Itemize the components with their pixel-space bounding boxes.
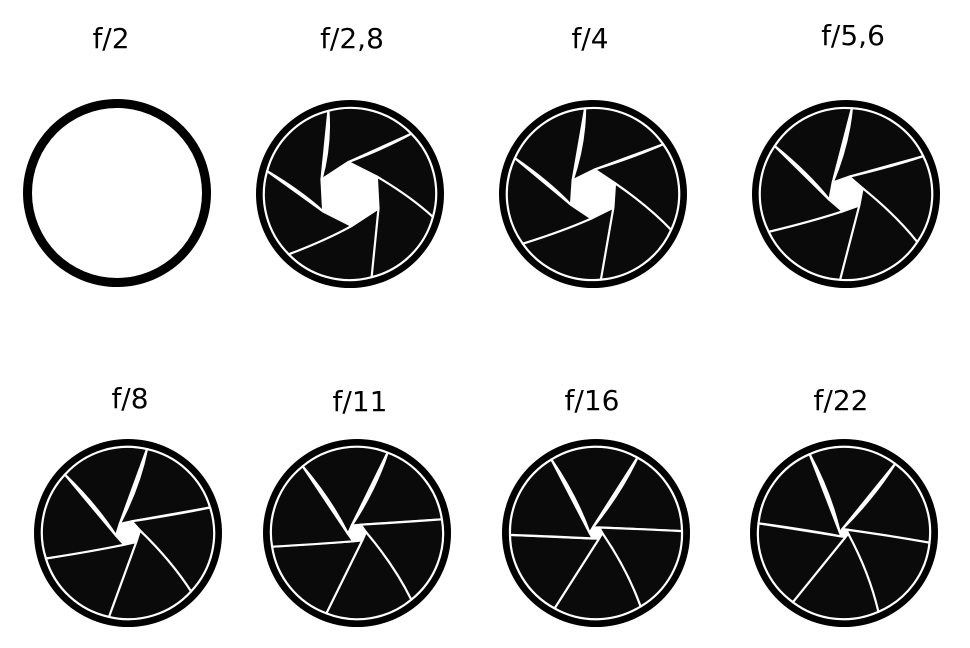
iris-blade [130, 506, 216, 593]
iris-icon [502, 439, 690, 627]
iris-blade [757, 453, 843, 538]
iris-blade [773, 106, 853, 201]
aperture-label: f/4 [571, 22, 608, 55]
iris-blade [845, 528, 931, 613]
iris-blade [553, 532, 642, 621]
iris-blade [598, 526, 684, 608]
iris-blade [63, 445, 149, 537]
aperture-f2: f/2 [23, 22, 211, 287]
aperture-f4: f/4 [499, 22, 687, 288]
iris-icon [752, 100, 940, 288]
iris-opening [589, 527, 603, 539]
aperture-f16: f/16 [502, 384, 690, 627]
aperture-label: f/5,6 [821, 19, 885, 52]
iris-blade [758, 144, 844, 233]
iris-blade [107, 529, 193, 621]
iris-blade [508, 458, 594, 540]
aperture-f5-6: f/5,6 [752, 19, 940, 288]
iris-blade [831, 107, 925, 184]
iris-blade [269, 465, 355, 548]
iris-opening [348, 524, 366, 542]
iris-icon [499, 100, 687, 288]
iris-blade [513, 107, 587, 206]
iris-blade [359, 518, 445, 601]
iris-opening [829, 176, 863, 212]
iris-opening [32, 108, 202, 278]
iris-blade [320, 106, 413, 181]
iris-icon [34, 439, 222, 627]
iris-opening [571, 169, 615, 219]
aperture-f11: f/11 [263, 385, 451, 627]
iris-blade [325, 531, 413, 621]
aperture-label: f/16 [565, 384, 620, 417]
iris-blade [841, 462, 932, 544]
iris-blade [808, 445, 897, 534]
aperture-label: f/22 [814, 384, 869, 417]
iris-blade [370, 175, 434, 279]
iris-blade [262, 170, 353, 256]
aperture-f2-8: f/2,8 [256, 22, 444, 288]
iris-blade [301, 445, 389, 535]
iris-blade [791, 532, 880, 621]
iris-icon [23, 99, 211, 287]
iris-blade [40, 473, 126, 560]
aperture-label: f/11 [333, 385, 388, 418]
aperture-f22: f/22 [750, 384, 938, 627]
iris-blade [599, 182, 673, 281]
iris-icon [263, 439, 451, 627]
iris-blade [839, 187, 919, 282]
iris-blade [571, 106, 665, 182]
iris-icon [256, 100, 444, 288]
iris-blade [505, 157, 593, 245]
iris-opening [321, 162, 379, 226]
iris-blade [593, 143, 681, 231]
iris-blade [347, 132, 438, 218]
iris-blade [591, 456, 684, 533]
aperture-label: f/8 [111, 382, 148, 415]
iris-blade [350, 451, 443, 527]
iris-opening [839, 529, 849, 537]
iris-opening [116, 521, 140, 545]
aperture-f8: f/8 [34, 382, 222, 627]
iris-blade [266, 109, 330, 213]
iris-blade [848, 155, 934, 244]
iris-icon [750, 439, 938, 627]
aperture-label: f/2,8 [320, 22, 384, 55]
aperture-label: f/2 [92, 22, 129, 55]
iris-blade [118, 448, 212, 526]
iris-blade [550, 445, 639, 534]
